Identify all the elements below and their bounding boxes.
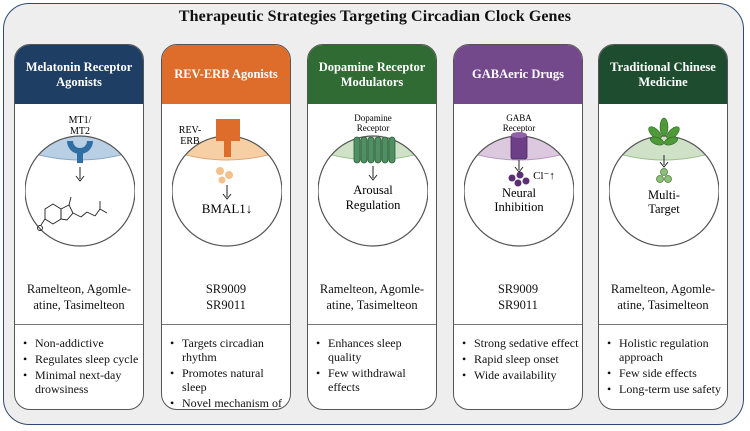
benefit-item: Promotes natural sleep (170, 366, 288, 394)
drug-names: Ramelteon, Agomle- atine, Tasimelteon (15, 281, 143, 313)
molecule-dots-icon (216, 167, 233, 184)
drug-names-line: Ramelteon, Agomle- (319, 282, 425, 296)
divider (308, 324, 436, 325)
ion-label: Cl⁻↑ (533, 170, 555, 182)
tcm-illustration: Multi- Target (609, 117, 719, 247)
benefit-item: Few side effects (607, 366, 725, 380)
arrow-down-icon (368, 166, 378, 181)
benefit-item: Minimal next-day drowsiness (23, 368, 141, 396)
card-header: GABAeric Drugs (454, 45, 582, 104)
herb-leaf-icon (648, 117, 680, 146)
gaba-illustration: GABA Receptor Cl⁻↑ Neural Inhibition (464, 113, 574, 247)
receptor-label-2: Receptor (503, 123, 535, 133)
benefit-item: Few withdrawal effects (316, 366, 434, 394)
card-melatonin: Melatonin Receptor Agonists MT1/ MT2 (14, 44, 144, 410)
receptor-label: REV- (179, 125, 201, 136)
benefit-item: Holistic regulation approach (607, 336, 725, 364)
drug-names: SR9009 SR9011 (454, 281, 582, 313)
ion-channel-icon (510, 132, 528, 160)
transmembrane-receptor-icon (353, 136, 396, 164)
card-header: Dopamine Receptor Modulators (308, 45, 436, 104)
drug-names-line: Ramelteon, Agomle- (26, 282, 132, 296)
receptor-label: Dopamine (354, 113, 392, 123)
benefits-list: Enhances sleep quality Few withdrawal ef… (316, 336, 434, 396)
outcome-label-2: Regulation (346, 198, 402, 212)
receptor-label-2: MT2 (70, 126, 90, 137)
receptor-label: GABA (506, 113, 532, 123)
benefit-item: Strong sedative effect (462, 336, 580, 350)
receptor-label: MT1/ (69, 115, 92, 126)
divider (15, 324, 143, 325)
benefit-item: Wide availability (462, 368, 580, 382)
card-dopamine: Dopamine Receptor Modulators Dopamine Re… (307, 44, 437, 410)
receptor-label-2: Receptor (357, 123, 389, 133)
benefits-list: Strong sedative effect Rapid sleep onset… (462, 336, 580, 384)
receptor-label-2: ERB (180, 136, 200, 147)
melatonin-illustration: MT1/ MT2 (25, 115, 135, 247)
dopamine-illustration: Dopamine Receptor Arousal Regulation (318, 113, 428, 247)
melatonin-molecule-icon (37, 196, 108, 231)
outcome-label-2: Inhibition (494, 200, 544, 214)
outcome-label: Multi- (648, 188, 680, 202)
outcome-label: Neural (502, 186, 537, 200)
card-header: REV-ERB Agonists (162, 45, 290, 104)
benefit-item: Novel mechanism of action (170, 396, 288, 409)
drug-names: Ramelteon, Agomle- atine, Tasimelteon (308, 281, 436, 313)
drug-names-line: Ramelteon, Agomle- (610, 282, 716, 296)
card-tcm: Traditional Chinese Medicine Multi- Targ… (598, 44, 728, 410)
drug-names-line: SR9011 (206, 298, 246, 312)
drug-names-line: atine, Tasimelteon (33, 298, 125, 312)
benefit-item: Regulates sleep cycle (23, 352, 141, 366)
divider (599, 324, 727, 325)
drug-names-line: atine, Tasimelteon (617, 298, 709, 312)
drug-names-line: SR9011 (498, 298, 538, 312)
benefits-list: Non-addictive Regulates sleep cycle Mini… (23, 336, 141, 398)
arrow-down-icon (222, 185, 232, 200)
outcome-label: BMAL1↓ (202, 201, 253, 216)
diagram-title: Therapeutic Strategies Targeting Circadi… (178, 8, 572, 25)
arrow-down-icon (514, 160, 524, 173)
drug-names: Ramelteon, Agomle- atine, Tasimelteon (599, 281, 727, 313)
multi-target-dots-icon (656, 168, 672, 183)
benefit-item: Non-addictive (23, 336, 141, 350)
divider (162, 324, 290, 325)
rev-erb-illustration: REV- ERB BMAL1↓ (172, 119, 282, 247)
card-header: Traditional Chinese Medicine (599, 45, 727, 104)
receptor-icon (216, 119, 240, 157)
benefit-item: Long-term use safety (607, 382, 725, 396)
benefits-list: Holistic regulation approach Few side ef… (607, 336, 725, 398)
receptor-icon (67, 141, 93, 163)
benefit-item: Rapid sleep onset (462, 352, 580, 366)
drug-names-line: SR9009 (205, 282, 247, 296)
chloride-ions-icon (508, 171, 530, 187)
arrow-down-icon (659, 155, 669, 168)
outcome-label: Arousal (353, 183, 393, 197)
outcome-label-2: Target (648, 202, 680, 216)
card-rev-erb: REV-ERB Agonists REV- ERB BMAL1↓ SR9009 … (161, 44, 291, 410)
divider (454, 324, 582, 325)
drug-names-line: atine, Tasimelteon (326, 298, 418, 312)
card-header: Melatonin Receptor Agonists (15, 45, 143, 104)
benefits-list: Targets circadian rhythm Promotes natura… (170, 336, 288, 409)
drug-names-line: SR9009 (497, 282, 539, 296)
arrow-down-icon (75, 167, 85, 182)
drug-names: SR9009 SR9011 (162, 281, 290, 313)
benefit-item: Enhances sleep quality (316, 336, 434, 364)
benefit-item: Targets circadian rhythm (170, 336, 288, 364)
card-gaba: GABAeric Drugs GABA Receptor Cl⁻↑ Neural… (453, 44, 583, 410)
